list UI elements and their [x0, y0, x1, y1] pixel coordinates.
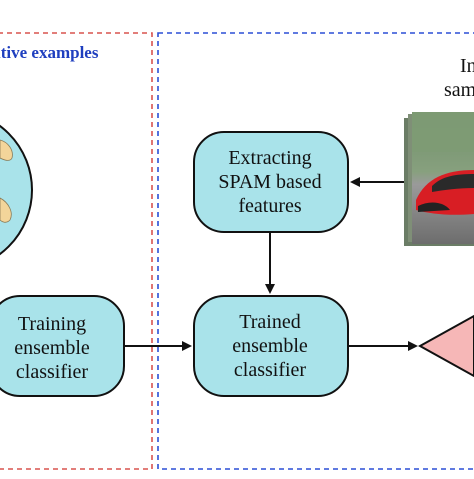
- training-classifier-node: Training ensemble classifier: [0, 295, 125, 397]
- input-label-line-2: sam: [444, 79, 474, 101]
- trained-classifier-node: Trained ensemble classifier: [193, 295, 349, 397]
- extract-line-2: SPAM based: [218, 171, 321, 193]
- output-decision-shape: [417, 314, 474, 378]
- input-sample-image: [404, 112, 474, 246]
- extract-features-node: Extracting SPAM based features: [193, 131, 349, 233]
- extract-line-3: features: [238, 195, 302, 217]
- extract-line-1: Extracting: [228, 147, 311, 169]
- training-line-1: Training: [18, 313, 86, 335]
- left-panel-border: [0, 32, 153, 470]
- trained-line-1: Trained: [239, 311, 300, 333]
- left-panel-title: itive examples: [0, 43, 99, 62]
- training-line-3: classifier: [16, 361, 89, 383]
- trained-line-3: classifier: [234, 359, 307, 381]
- input-label-line-1: In: [460, 55, 474, 77]
- right-panel-border: [157, 32, 474, 470]
- globe-icon: [0, 124, 33, 256]
- trained-line-2: ensemble: [232, 335, 308, 357]
- training-line-2: ensemble: [14, 337, 90, 359]
